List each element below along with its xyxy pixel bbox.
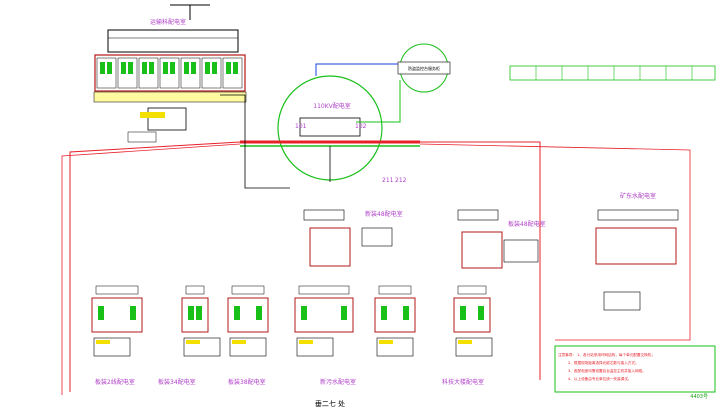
- cabinet-unit: [138, 57, 159, 89]
- bottom-room3-label: 板装38配电室: [228, 378, 266, 386]
- circle-num-211: 211: [382, 177, 394, 184]
- page-number: 4403号: [690, 394, 708, 400]
- top-monitor-label: 防盗监控台服务柜: [408, 65, 440, 71]
- mid-room2-label: 板装48配电室: [508, 220, 546, 228]
- main-bus-lines: [61, 94, 691, 395]
- mid-center-room-2: 板装48配电室: [457, 209, 546, 269]
- top-right-table: [509, 65, 716, 81]
- cabinet-unit: [201, 57, 222, 89]
- mid-center-room: 211 212 新装48配电室: [303, 177, 407, 267]
- bottom-room2-label: 板装34配电室: [158, 378, 196, 386]
- bottom-room-unit: [374, 285, 416, 357]
- bottom-room5-label: 科技大楼配电室: [442, 378, 484, 386]
- circle-num-101: 101: [295, 123, 307, 130]
- notes-line-1: 注意事项： 1、各分站采用环网结构，每个单元配置交换机；: [558, 352, 655, 357]
- bottom-caption: 垂二七 处: [315, 399, 345, 408]
- cabinet-unit: [159, 57, 180, 89]
- top-left-cabinets: [96, 57, 243, 89]
- top-monitor-box: 防盗监控台服务柜: [315, 43, 451, 123]
- bottom-room1-label: 板装2线配电室: [95, 378, 135, 386]
- mid-room-label: 新装48配电室: [365, 210, 403, 218]
- cabinet-unit: [96, 57, 117, 89]
- circle-num-102: 102: [355, 123, 367, 130]
- circle-num-212: 212: [395, 177, 407, 184]
- bottom-room-unit: [181, 285, 221, 357]
- center-room-label: 110KV配电室: [313, 102, 351, 110]
- top-left-room-label: 运输科配电室: [150, 18, 186, 26]
- bottom-rooms: [91, 285, 493, 357]
- right-room-label: 矿东水配电室: [620, 192, 656, 200]
- right-room: 矿东水配电室: [595, 192, 679, 311]
- cabinet-unit: [222, 57, 243, 89]
- top-left-room: 运输科配电室: [93, 4, 247, 143]
- notes-box: 注意事项： 1、各分站采用环网结构，每个单元配置交换机； 2、根据现场距离选择光…: [554, 345, 716, 400]
- bottom-room-unit: [227, 285, 269, 357]
- notes-line-4: 4、以上设备由专业单位统一安装调试。: [568, 376, 631, 381]
- cabinet-unit: [117, 57, 138, 89]
- notes-line-2: 2、根据现场距离选择光缆芯数与接入方式；: [568, 360, 639, 365]
- bottom-room-unit: [91, 285, 143, 357]
- notes-line-3: 3、各配电室均需设置后台监控主机并接入网络。: [568, 368, 646, 373]
- bottom-room-unit: [453, 285, 493, 357]
- bottom-room4-label: 新污水配电室: [320, 378, 356, 386]
- bottom-room-unit: [294, 285, 354, 357]
- cabinet-unit: [180, 57, 201, 89]
